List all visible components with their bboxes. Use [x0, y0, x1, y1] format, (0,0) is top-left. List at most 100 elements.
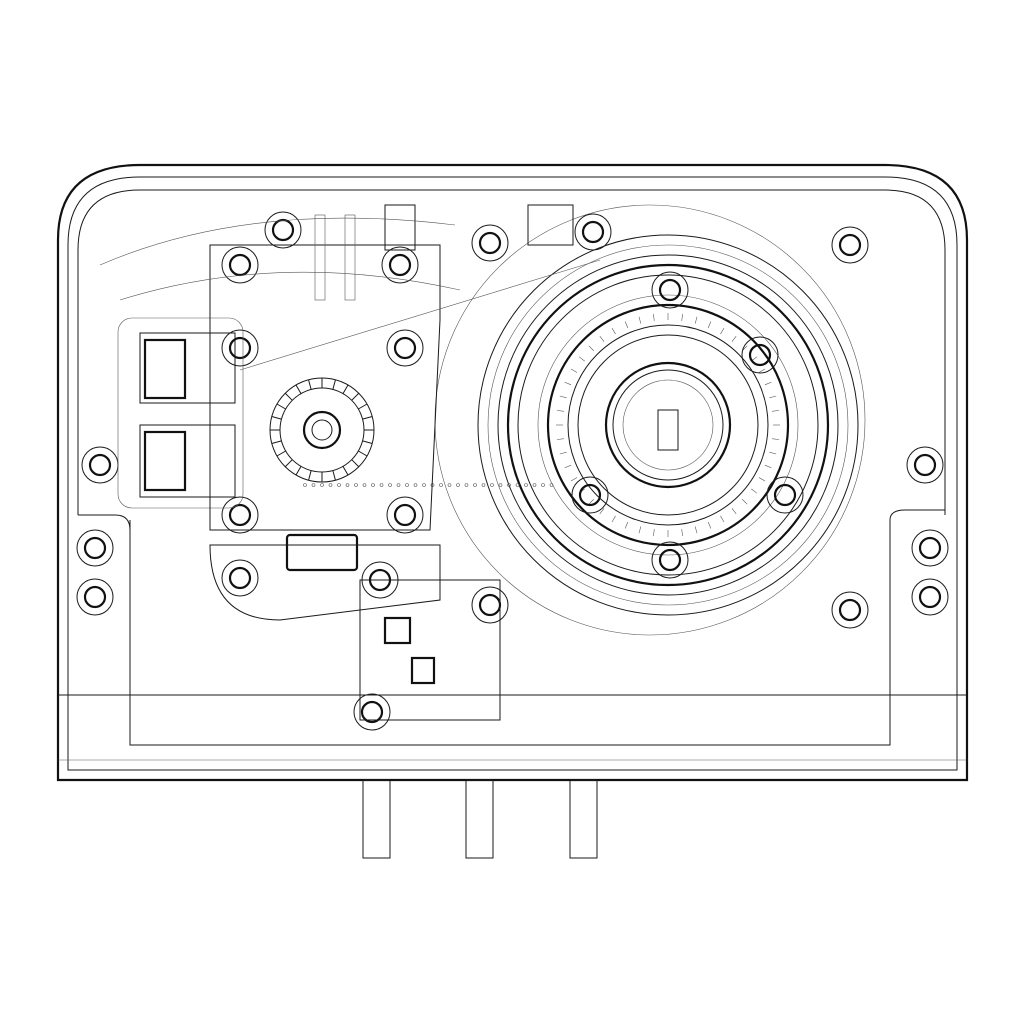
- screw-hole-inner: [228, 566, 252, 590]
- lower-plate: [209, 544, 441, 621]
- lens-gear-tooth: [638, 316, 642, 324]
- lens-ring: [604, 361, 732, 489]
- lens-gear-tooth: [611, 327, 616, 335]
- connector-housing: [117, 317, 244, 509]
- screw-hole-outer: [381, 246, 419, 284]
- pcb-via: [481, 483, 486, 487]
- pcb-via: [473, 483, 477, 487]
- gear-tooth: [351, 459, 360, 468]
- lens-gear-tooth: [599, 335, 605, 342]
- screw-hole-outer: [651, 271, 689, 309]
- screw-hole-outer: [221, 496, 259, 534]
- screw-hole-inner: [393, 336, 417, 360]
- lens-gear-tooth: [624, 521, 629, 529]
- screw-hole-inner: [581, 220, 605, 244]
- screw-hole-outer: [471, 224, 509, 262]
- lens-gear-tooth: [772, 410, 780, 412]
- screw-hole-outer: [386, 329, 424, 367]
- lens-gear-tooth: [570, 477, 578, 482]
- pcb-via: [320, 483, 324, 487]
- connector-pin: [362, 779, 391, 859]
- screw-hole-outer: [221, 246, 259, 284]
- gear-tooth: [342, 384, 349, 394]
- screw-hole-outer: [651, 541, 689, 579]
- screw-hole-outer: [571, 476, 609, 514]
- pcb-via: [388, 483, 392, 487]
- screw-hole-outer: [76, 529, 114, 567]
- pcb-via: [396, 483, 401, 487]
- connector-upper-body: [143, 338, 187, 400]
- gear-tooth: [295, 384, 302, 394]
- connector-upper: [139, 332, 236, 404]
- screw-hole-outer: [911, 529, 949, 567]
- screw-hole-outer: [221, 559, 259, 597]
- gear-tooth: [284, 392, 293, 401]
- gear-tooth: [362, 440, 373, 444]
- pcb-via: [549, 483, 554, 487]
- gear-tooth: [284, 459, 293, 468]
- gear-tooth: [308, 470, 312, 481]
- lens-ring: [546, 303, 790, 547]
- screw-hole-outer: [471, 586, 509, 624]
- pcb-via: [507, 483, 511, 487]
- lens-gear-tooth: [653, 529, 655, 537]
- pcb-via: [532, 483, 537, 487]
- lens-gear-tooth: [707, 521, 712, 529]
- pcb-via: [354, 483, 358, 487]
- top-component: [314, 214, 326, 301]
- pcb-via: [337, 483, 341, 487]
- lens-gear-tooth: [731, 335, 737, 342]
- bottom-recess-left: [78, 514, 131, 531]
- sensor-window: [657, 409, 679, 451]
- pcb-via: [413, 483, 418, 487]
- pcb-via: [456, 483, 460, 487]
- lens-gear-tooth: [694, 316, 698, 324]
- housing-outline: [56, 163, 969, 782]
- screw-hole-outer: [76, 578, 114, 616]
- pcb-via: [464, 483, 469, 487]
- housing-inner-outline: [67, 176, 958, 771]
- screw-hole-inner: [578, 483, 602, 507]
- gear-tooth: [332, 379, 336, 390]
- lens-gear-tooth: [556, 438, 564, 440]
- screw-hole-inner: [913, 453, 937, 477]
- gear-assembly: [269, 377, 554, 487]
- gear-ring: [302, 410, 342, 450]
- left-connectors: [117, 317, 244, 509]
- lens-gear-tooth: [731, 508, 737, 515]
- lens-ring: [497, 254, 839, 596]
- screw-hole-outer: [831, 226, 869, 264]
- screw-hole-outer: [911, 578, 949, 616]
- pcb-via: [541, 483, 545, 487]
- lens-ring: [487, 244, 849, 606]
- lens-ring: [517, 274, 819, 576]
- screw-hole-inner: [393, 503, 417, 527]
- pcb-via: [498, 483, 503, 487]
- lens-gear-tooth: [720, 327, 725, 335]
- gear-tooth: [308, 379, 312, 390]
- lens-gear-tooth: [772, 438, 780, 440]
- pcb-area: [359, 579, 501, 721]
- screw-hole-inner: [83, 536, 107, 560]
- connector-lower-body: [143, 430, 187, 492]
- gear-tooth: [271, 416, 282, 420]
- lens-gear-tooth: [694, 526, 698, 534]
- pcb-via: [422, 483, 426, 487]
- internal-board: [99, 204, 601, 721]
- lens-ring: [506, 263, 830, 587]
- screw-hole-inner: [228, 336, 252, 360]
- pcb-via: [362, 483, 367, 487]
- top-component: [344, 214, 356, 301]
- screw-holes: [76, 211, 949, 731]
- connector-pin: [465, 779, 494, 859]
- board-outline: [209, 244, 441, 531]
- screw-hole-inner: [748, 343, 772, 367]
- lens-gear-tooth: [758, 368, 766, 373]
- screw-hole-outer: [766, 476, 804, 514]
- screw-hole-outer: [264, 211, 302, 249]
- gear-ring: [311, 419, 333, 441]
- screw-hole-inner: [88, 453, 112, 477]
- gear-tooth: [358, 403, 368, 410]
- screw-hole-inner: [918, 536, 942, 560]
